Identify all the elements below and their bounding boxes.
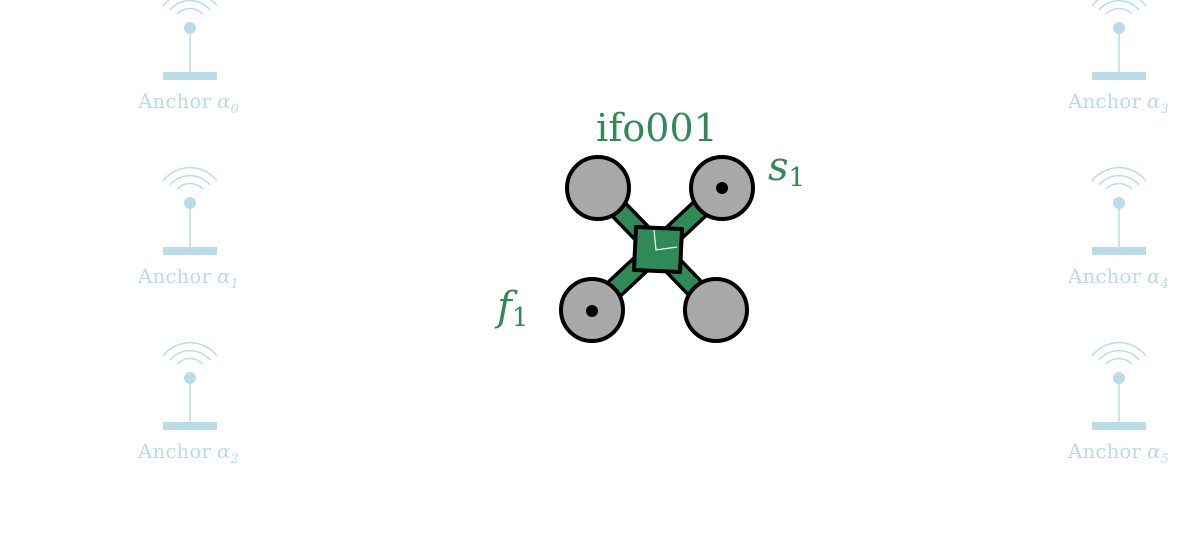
drone: ifo001 s1 f1 xyxy=(494,106,805,343)
quadrotor-icon xyxy=(559,155,755,343)
antenna-icon xyxy=(162,166,218,255)
antenna-icon xyxy=(162,0,218,80)
antenna-icon xyxy=(1091,0,1147,80)
side-axis-label: s1 xyxy=(768,144,805,193)
drone-name: ifo001 xyxy=(596,106,718,150)
rotor-top-left xyxy=(565,155,631,221)
rotor-marker-dot xyxy=(586,305,598,317)
rotor-bottom-right xyxy=(683,277,749,343)
antenna-icon xyxy=(1091,166,1147,255)
front-axis-label: f1 xyxy=(494,284,528,333)
body-frame-axes xyxy=(653,229,678,251)
rotor-marker-dot xyxy=(716,182,728,194)
antenna-icon xyxy=(162,341,218,430)
antenna-icon xyxy=(1091,341,1147,430)
